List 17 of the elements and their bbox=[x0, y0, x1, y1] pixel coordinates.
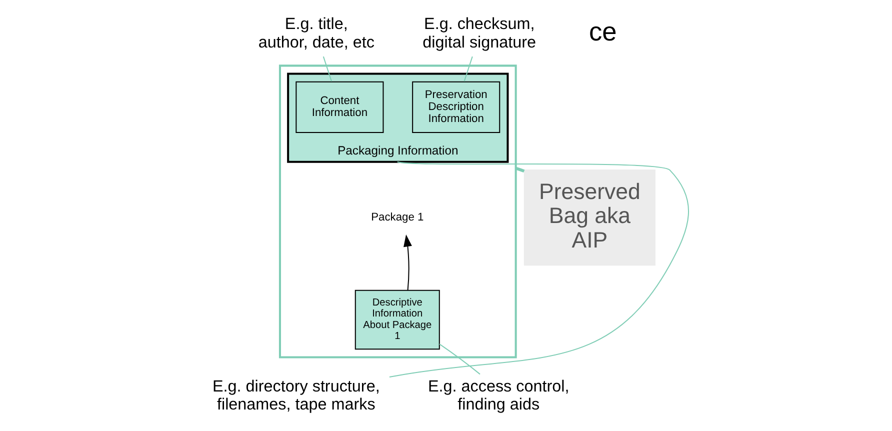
arrow bbox=[404, 234, 412, 290]
node-text: Package 1 bbox=[371, 211, 424, 224]
label: ce bbox=[588, 16, 617, 47]
connector bbox=[439, 344, 480, 375]
node-box: Descriptive Information About Package 1 bbox=[354, 290, 440, 350]
node-box: Content Information bbox=[296, 81, 384, 133]
connector bbox=[464, 56, 473, 82]
node-box: Preservation Description Information bbox=[412, 81, 500, 133]
cluster bbox=[278, 64, 517, 358]
node-text: E.g. checksum, digital signature bbox=[422, 15, 536, 52]
connector bbox=[322, 56, 332, 82]
node-text: E.g. access control, finding aids bbox=[428, 377, 570, 414]
node-text: E.g. directory structure, filenames, tape marks bbox=[212, 377, 380, 414]
node-box: Preserved Bag aka AIP bbox=[524, 169, 656, 266]
connector bbox=[515, 166, 525, 173]
connector bbox=[389, 161, 689, 378]
node-text: E.g. title, author, date, etc bbox=[258, 15, 374, 52]
